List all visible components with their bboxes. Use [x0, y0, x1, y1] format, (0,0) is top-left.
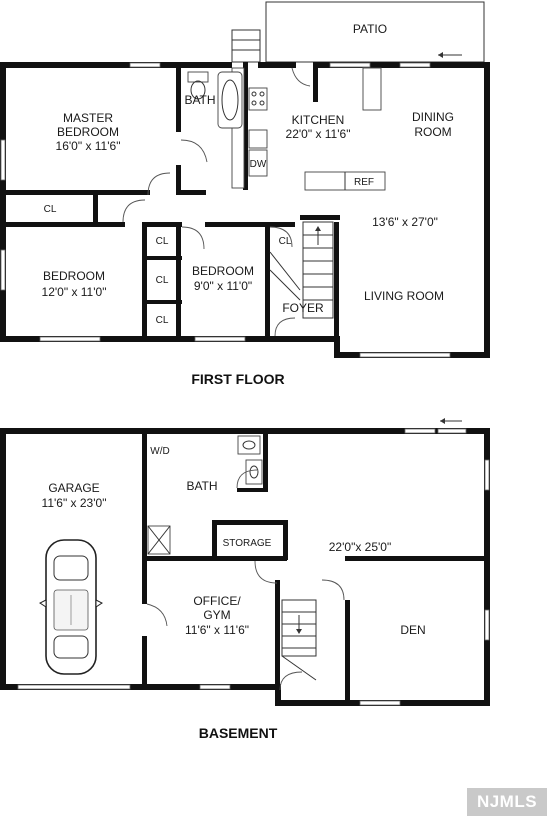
- basement-title: BASEMENT: [199, 725, 278, 741]
- first-floor-bath-label: BATH: [184, 93, 215, 107]
- office-label-line2: GYM: [203, 608, 230, 622]
- closet-1-label: CL: [156, 236, 169, 247]
- foyer-label: FOYER: [282, 301, 324, 315]
- foyer-stairs: [269, 221, 334, 319]
- garage-dims: 11'6" x 23'0": [42, 496, 107, 510]
- office-dims: 11'6" x 11'6": [185, 623, 249, 637]
- living-room-dims: 13'6" x 27'0": [372, 215, 438, 229]
- dining-room-label-line2: ROOM: [414, 125, 451, 139]
- closet-3-label: CL: [156, 315, 169, 326]
- garage-car-icon: [39, 539, 103, 675]
- dining-room-label-line1: DINING: [412, 110, 454, 124]
- den-dims: 22'0"x 25'0": [329, 540, 391, 554]
- basement-doors: [146, 469, 345, 691]
- master-closet-label: CL: [44, 204, 57, 215]
- living-room-label: LIVING ROOM: [364, 289, 444, 303]
- first-floor-windows: [0, 62, 451, 358]
- first-floor-doors: [122, 67, 311, 337]
- patio-label: PATIO: [353, 22, 387, 36]
- basement-door-arrow: [437, 418, 467, 434]
- foyer-closet-label: CL: [279, 236, 292, 247]
- storage-label: STORAGE: [223, 538, 272, 549]
- kitchen-label: KITCHEN: [292, 113, 345, 127]
- basement-windows: [17, 428, 490, 706]
- basement-labels: GARAGE 11'6" x 23'0" W/D BATH STORAGE 22…: [42, 446, 426, 637]
- basement-interior-walls: [142, 428, 485, 704]
- patio-door-arrow: [438, 52, 462, 58]
- first-floor-plan: PATIO MASTER BEDROOM 16'0" x 11'6" BATH …: [0, 1, 490, 387]
- refrigerator-label: REF: [354, 177, 374, 188]
- office-label-line1: OFFICE/: [193, 594, 241, 608]
- bedroom-2-dims: 12'0" x 11'0": [42, 285, 107, 299]
- den-label: DEN: [400, 623, 425, 637]
- basement-bath-label: BATH: [186, 479, 217, 493]
- bedroom-3-dims: 9'0" x 11'0": [194, 279, 252, 293]
- garage-label: GARAGE: [48, 481, 99, 495]
- bedroom-3-label: BEDROOM: [192, 264, 254, 278]
- dishwasher-label: DW: [250, 159, 267, 170]
- first-floor-bath-fixtures: [187, 71, 243, 129]
- first-floor-interior-walls: [0, 62, 340, 340]
- patio-steps: [231, 29, 261, 63]
- njmls-watermark-logo: NJMLS: [467, 788, 547, 816]
- master-bedroom-label-line2: BEDROOM: [57, 125, 119, 139]
- first-floor-title: FIRST FLOOR: [191, 371, 284, 387]
- basement-bath-fixtures: [147, 435, 263, 555]
- master-bedroom-label-line1: MASTER: [63, 111, 113, 125]
- basement-stairs: [281, 599, 317, 681]
- basement-plan: GARAGE 11'6" x 23'0" W/D BATH STORAGE 22…: [0, 418, 490, 741]
- bedroom-2-label: BEDROOM: [43, 269, 105, 283]
- closet-2-label: CL: [156, 275, 169, 286]
- master-bedroom-dims: 16'0" x 11'6": [56, 139, 121, 153]
- first-floor-labels: PATIO MASTER BEDROOM 16'0" x 11'6" BATH …: [42, 22, 454, 326]
- kitchen-dims: 22'0" x 11'6": [286, 127, 351, 141]
- washer-dryer-label: W/D: [150, 446, 169, 457]
